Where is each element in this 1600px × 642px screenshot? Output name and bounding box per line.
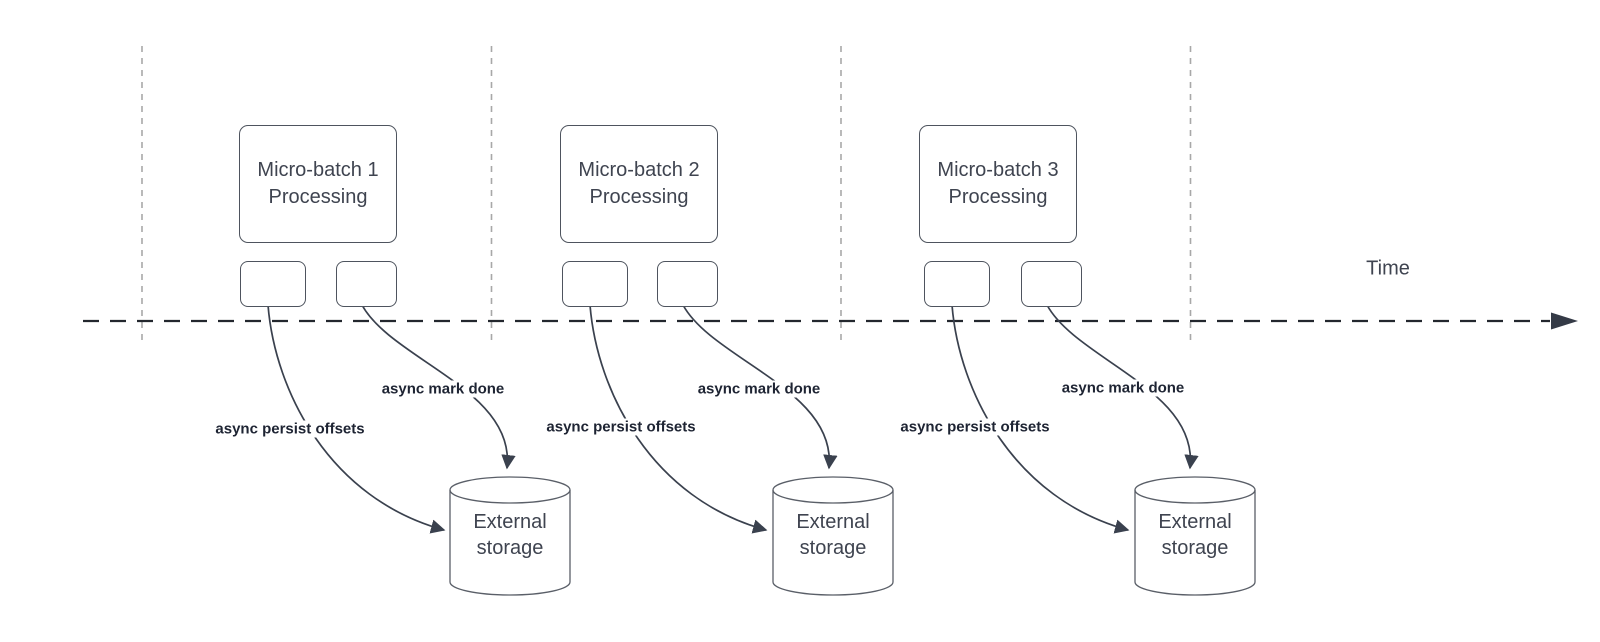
async-persist-offsets-connector-1 xyxy=(267,304,446,534)
external-storage-cylinder-2 xyxy=(772,476,894,596)
micro-batch-3-processing-label: Micro-batch 3 Processing xyxy=(937,159,1059,208)
external-storage-label-3: External storage xyxy=(1158,511,1232,559)
async-persist-offsets-connector-3 xyxy=(951,304,1130,534)
async-persist-offsets-label-2: async persist offsets xyxy=(543,418,699,436)
external-storage-cylinder-3 xyxy=(1134,476,1256,596)
async-mark-done-label-3: async mark done xyxy=(1058,379,1188,397)
async-mark-done-connector-1 xyxy=(361,304,516,470)
async-mark-done-connector-3 xyxy=(1046,304,1199,470)
micro-batch-2-processing-label: Micro-batch 2 Processing xyxy=(578,159,700,208)
persist-offsets-task-box-3 xyxy=(924,261,990,307)
mark-done-task-box-2 xyxy=(657,261,718,307)
mark-done-task-box-1 xyxy=(336,261,397,307)
time-axis-arrowhead-icon xyxy=(1551,312,1578,330)
async-mark-done-label-1: async mark done xyxy=(378,380,508,398)
micro-batch-1-processing-label: Micro-batch 1 Processing xyxy=(257,159,379,208)
micro-batch-3-processing-box: Micro-batch 3 Processing xyxy=(919,125,1077,243)
async-persist-offsets-label-1: async persist offsets xyxy=(212,420,368,438)
micro-batch-2-processing-box: Micro-batch 2 Processing xyxy=(560,125,718,243)
mark-done-task-box-3 xyxy=(1021,261,1082,307)
persist-offsets-task-box-2 xyxy=(562,261,628,307)
micro-batch-1-processing-box: Micro-batch 1 Processing xyxy=(239,125,397,243)
external-storage-label-2: External storage xyxy=(796,511,870,559)
time-label: Time xyxy=(1366,257,1410,280)
external-storage-cylinder-1 xyxy=(449,476,571,596)
async-mark-done-label-2: async mark done xyxy=(694,380,824,398)
persist-offsets-task-box-1 xyxy=(240,261,306,307)
async-mark-done-connector-2 xyxy=(682,304,838,470)
external-storage-label-1: External storage xyxy=(473,511,547,559)
async-persist-offsets-label-3: async persist offsets xyxy=(897,418,1053,436)
async-persist-offsets-connector-2 xyxy=(589,304,768,534)
